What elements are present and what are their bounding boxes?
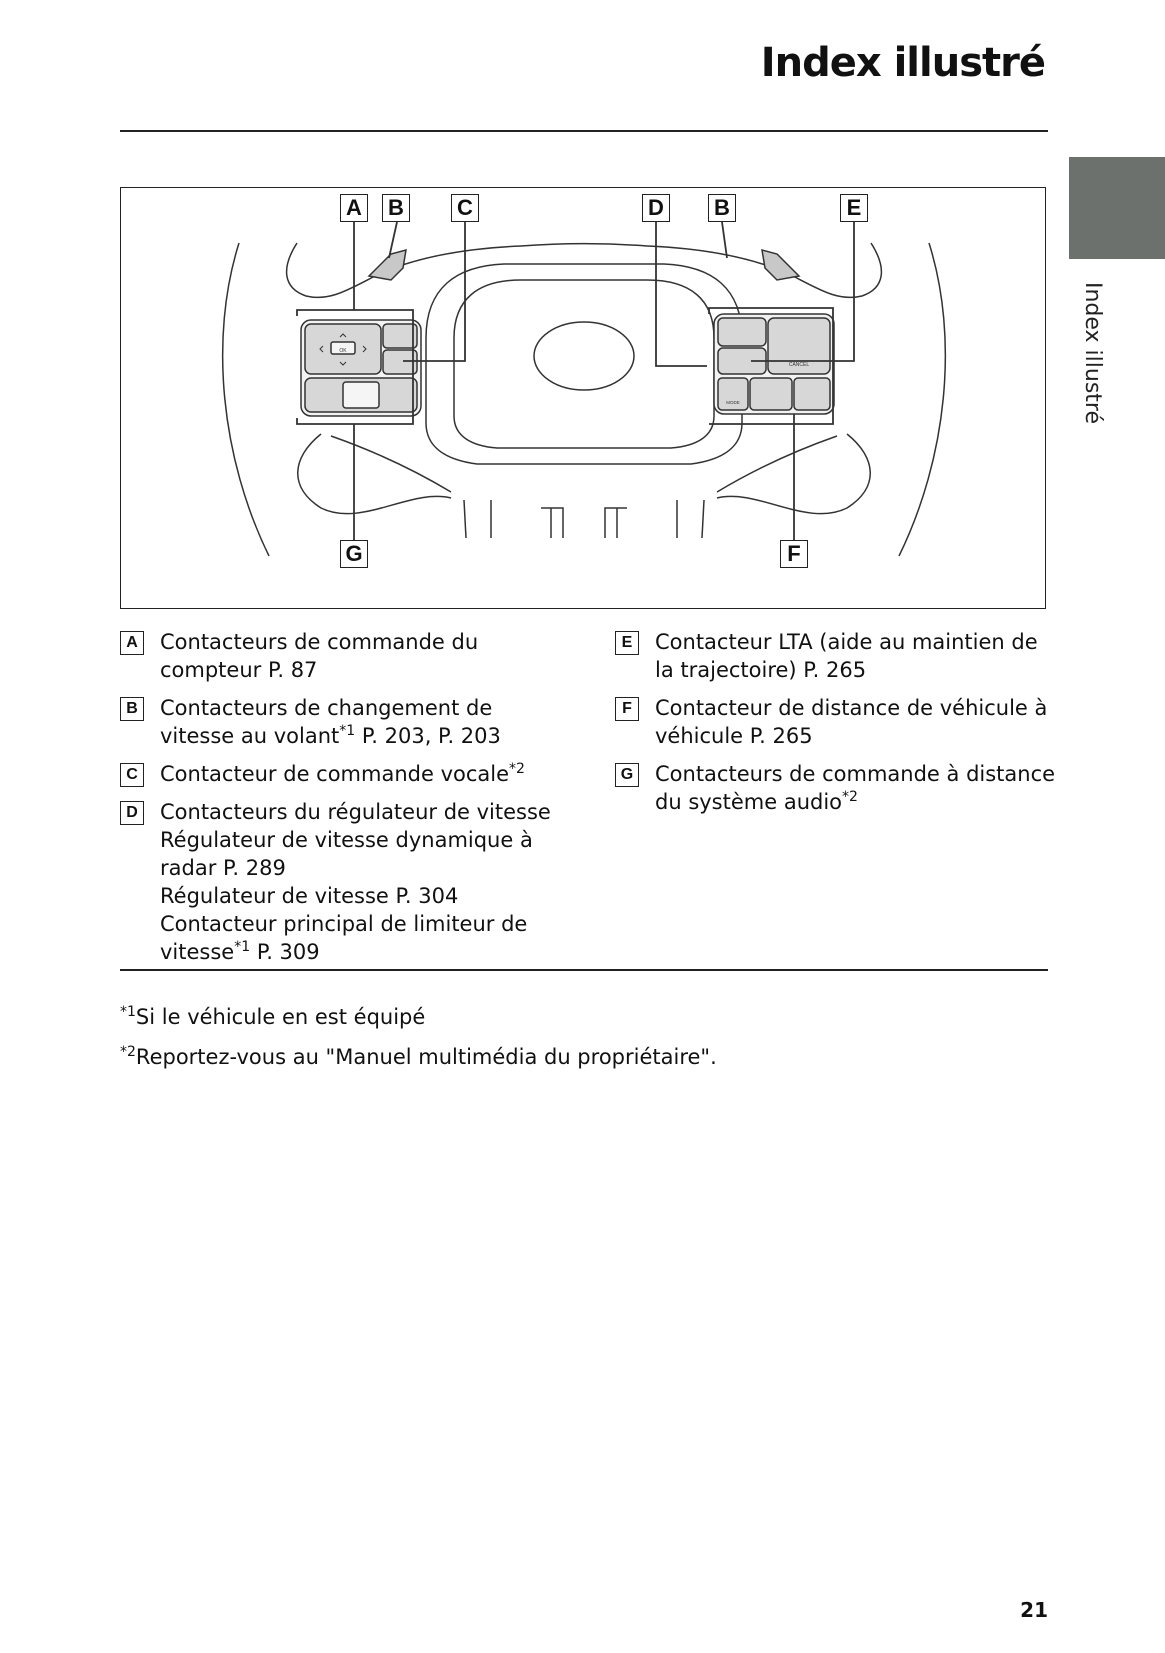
legend-item-c: C Contacteur de commande vocale*2 [120,760,580,788]
legend-key-e: E [615,631,639,655]
footnote-2-text: Reportez-vous au "Manuel multimédia du p… [135,1045,717,1069]
wheel-upper-right-contour [646,242,883,299]
footnote-2-mark: *2 [120,1044,136,1060]
ok-label: OK [339,348,347,354]
left-volume-rocker [342,381,380,409]
pad-arrows [319,333,367,366]
steering-wheel-drawing: OK CANCEL MODE [221,221,947,557]
page-number: 21 [1020,1598,1048,1622]
paddle-left [367,248,407,281]
right-rocker [749,377,793,411]
callout-a: A [340,194,368,222]
legend-d-line-3: radar P. 289 [160,856,286,880]
right-distance-button [793,377,831,411]
legend-d-line-1: Contacteurs du régulateur de vitesse [160,800,551,824]
wheel-lower-left-edge [330,435,452,493]
leader-b1 [388,221,398,259]
wheel-upper-left-contour [285,242,522,299]
right-cancel-button [767,317,831,375]
leader-d [655,222,707,367]
legend-item-e: E Contacteur LTA (aide au maintien de la… [615,628,1055,684]
wheel-lower-right-spoke [716,433,871,515]
left-back-button [382,323,418,349]
section-tab [1069,157,1165,259]
bracket-left-group [296,309,414,425]
legend-e-line-2: la trajectoire) P. 265 [655,658,867,682]
emblem [533,321,635,391]
wheel-rim-left [221,242,270,557]
legend-c-text: Contacteur de commande vocale [160,762,510,786]
bracket-right-group [708,307,834,425]
callout-d: D [642,194,670,222]
legend-f-line-1: Contacteur de distance de véhicule à [655,696,1048,720]
legend-key-c: C [120,763,144,787]
legend-item-a: A Contacteurs de commande du compteur P.… [120,628,580,684]
right-cruise-button [717,317,767,347]
legend-e-line-1: Contacteur LTA (aide au maintien de [655,630,1038,654]
footnotes: *1Si le véhicule en est équipé *2Reporte… [120,1003,717,1083]
leader-b2 [721,221,728,259]
legend-key-f: F [615,697,639,721]
legend-key-g: G [615,763,639,787]
legend-a-line-2: compteur P. 87 [160,658,318,682]
legend-c-footnote-mark: *2 [509,761,525,777]
page-title: Index illustré [760,40,1046,86]
cancel-label: CANCEL [789,362,810,368]
left-voice-button [382,349,418,375]
legend-g-line-2: du système audio [655,790,843,814]
leader-c [403,222,466,362]
footnote-1-text: Si le véhicule en est équipé [135,1005,426,1029]
legend-b-pages: P. 203, P. 203 [355,724,501,748]
steering-wheel-illustration: OK CANCEL MODE A B C D B E G F [120,187,1046,609]
wheel-lower-left-spoke [297,433,452,515]
right-mode-button [717,377,749,411]
callout-b-right: B [708,194,736,222]
callout-b-left: B [382,194,410,222]
callout-g: G [340,540,368,568]
legend-b-footnote-mark: *1 [339,723,356,739]
steering-column [463,499,705,539]
legend-g-line-1: Contacteurs de commande à distance [655,762,1056,786]
wheel-top-contour [520,243,648,247]
legend-item-g: G Contacteurs de commande à distance du … [615,760,1055,816]
wheel-rim-right [898,242,947,557]
legend-d-footnote-mark: *1 [234,939,251,955]
section-tab-label: Index illustré [1080,282,1105,425]
wheel-hub [425,263,743,465]
footnote-1: *1Si le véhicule en est équipé [120,1003,717,1031]
legend-left-column: A Contacteurs de commande du compteur P.… [120,628,580,976]
callout-c: C [451,194,479,222]
mode-label: MODE [726,400,740,405]
hub-inner [453,279,715,449]
callout-e: E [840,194,868,222]
legend-d-line-5: Contacteur principal de limiteur de [160,912,528,936]
legend-item-b: B Contacteurs de changement de vitesse a… [120,694,580,750]
legend-item-d: D Contacteurs du régulateur de vitesse R… [120,798,580,966]
legend-d-line-4: Régulateur de vitesse P. 304 [160,884,459,908]
legend-right-column: E Contacteur LTA (aide au maintien de la… [615,628,1055,826]
legend-key-a: A [120,631,144,655]
ok-key [330,341,356,355]
legend-b-line-2: vitesse au volant [160,724,340,748]
legend-d-line-6: vitesse [160,940,235,964]
footnote-1-mark: *1 [120,1004,136,1020]
header-rule [120,130,1048,132]
callout-f: F [780,540,808,568]
legend-item-f: F Contacteur de distance de véhicule à v… [615,694,1055,750]
legend-b-line-1: Contacteurs de changement de [160,696,493,720]
legend-d-pages: P. 309 [250,940,320,964]
wheel-lower-right-edge [716,435,838,493]
legend-f-line-2: véhicule P. 265 [655,724,813,748]
legend-g-footnote-mark: *2 [842,789,858,805]
paddle-right [761,248,801,281]
legend-a-line-1: Contacteurs de commande du [160,630,479,654]
legend-d-line-2: Régulateur de vitesse dynamique à [160,828,533,852]
leader-e [751,222,855,362]
legend-key-b: B [120,697,144,721]
footnote-2: *2Reportez-vous au "Manuel multimédia du… [120,1043,717,1071]
legend-key-d: D [120,801,144,825]
footnote-rule [120,969,1048,971]
